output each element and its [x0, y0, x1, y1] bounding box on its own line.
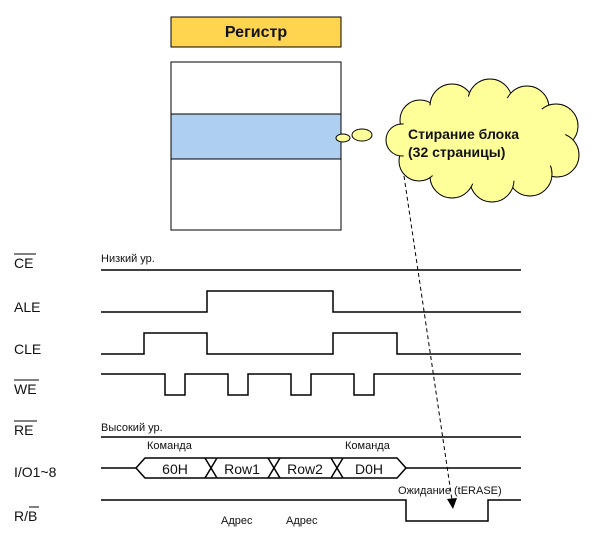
signal-label-ce: CE [14, 255, 33, 271]
command-label-1: Команда [147, 440, 193, 452]
we-waveform [101, 373, 521, 396]
re-level-note: Высокий ур. [101, 422, 163, 434]
rb-b-part: B [28, 508, 37, 524]
signal-label-rb: R/B [14, 508, 37, 524]
io-bus-value-1: 60H [162, 461, 188, 477]
ce-level-note: Низкий ур. [101, 253, 155, 265]
signal-label-cle: CLE [14, 341, 41, 357]
erased-block [170, 113, 342, 160]
callout-arrowhead [447, 498, 457, 509]
signal-label-we: WE [14, 381, 37, 397]
ale-waveform [101, 290, 521, 313]
io-bus-value-2: Row1 [224, 461, 260, 477]
io-bus-value-4: D0H [355, 461, 383, 477]
command-label-2: Команда [345, 440, 391, 452]
address-label-2: Адрес [286, 515, 318, 527]
rb-waveform [101, 499, 521, 522]
callout-arrow [403, 175, 453, 501]
signal-label-io: I/O1~8 [14, 464, 57, 480]
signal-label-ale: ALE [14, 299, 40, 315]
io-bus-envelope [134, 457, 408, 479]
cle-waveform [101, 332, 521, 355]
wait-label: Ожидание (tERASE) [398, 485, 502, 497]
register-title-box [170, 16, 342, 48]
address-label-1: Адрес [221, 515, 253, 527]
register-title: Регистр [225, 24, 287, 41]
io-bus-value-3: Row2 [287, 461, 323, 477]
callout-line1: Стирание блока [408, 126, 519, 142]
signal-label-re: RE [14, 422, 33, 438]
io-bus-transitions [204, 457, 344, 479]
rb-r-part: R/ [14, 508, 28, 524]
callout-cloud [335, 78, 580, 203]
callout-line2: (32 страницы) [408, 144, 505, 160]
